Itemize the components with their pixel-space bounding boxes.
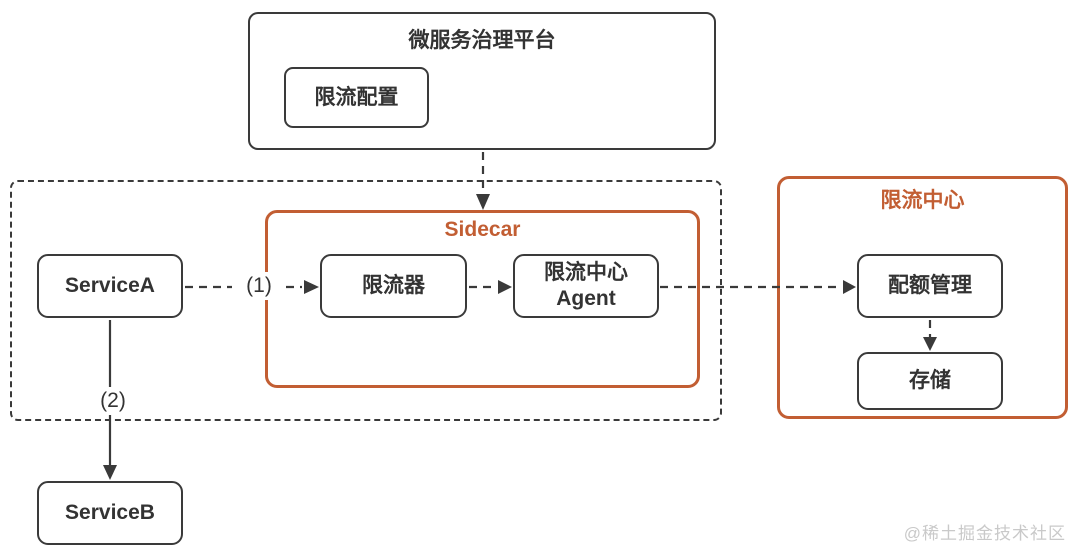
mesh-dashed-box bbox=[10, 180, 722, 421]
limit-center-box: 限流中心 bbox=[777, 176, 1068, 419]
node-service-a: ServiceA bbox=[37, 254, 183, 318]
platform-title: 微服务治理平台 bbox=[408, 29, 556, 52]
node-rate-limiter: 限流器 bbox=[320, 254, 467, 318]
quota-management-label: 配额管理 bbox=[888, 274, 972, 297]
agent-label-line2: Agent bbox=[556, 287, 616, 310]
rate-limiter-label: 限流器 bbox=[362, 274, 425, 297]
arrowhead-to-service-b bbox=[103, 465, 117, 480]
node-limit-center-agent: 限流中心 Agent bbox=[513, 254, 659, 318]
node-rate-limit-config: 限流配置 bbox=[284, 67, 429, 128]
rate-limit-config-label: 限流配置 bbox=[314, 85, 399, 109]
service-a-label: ServiceA bbox=[65, 274, 155, 297]
edge-label-2: (2) bbox=[88, 387, 138, 415]
agent-label-line1: 限流中心 bbox=[544, 261, 628, 284]
sidecar-title: Sidecar bbox=[444, 218, 521, 241]
node-quota-management: 配额管理 bbox=[857, 254, 1003, 318]
node-storage: 存储 bbox=[857, 352, 1003, 410]
watermark: @稀土掘金技术社区 bbox=[903, 524, 1066, 543]
storage-label: 存储 bbox=[909, 369, 951, 392]
limit-center-title: 限流中心 bbox=[880, 189, 965, 212]
edge-label-1: (1) bbox=[234, 272, 284, 300]
service-b-label: ServiceB bbox=[65, 501, 155, 524]
node-service-b: ServiceB bbox=[37, 481, 183, 545]
